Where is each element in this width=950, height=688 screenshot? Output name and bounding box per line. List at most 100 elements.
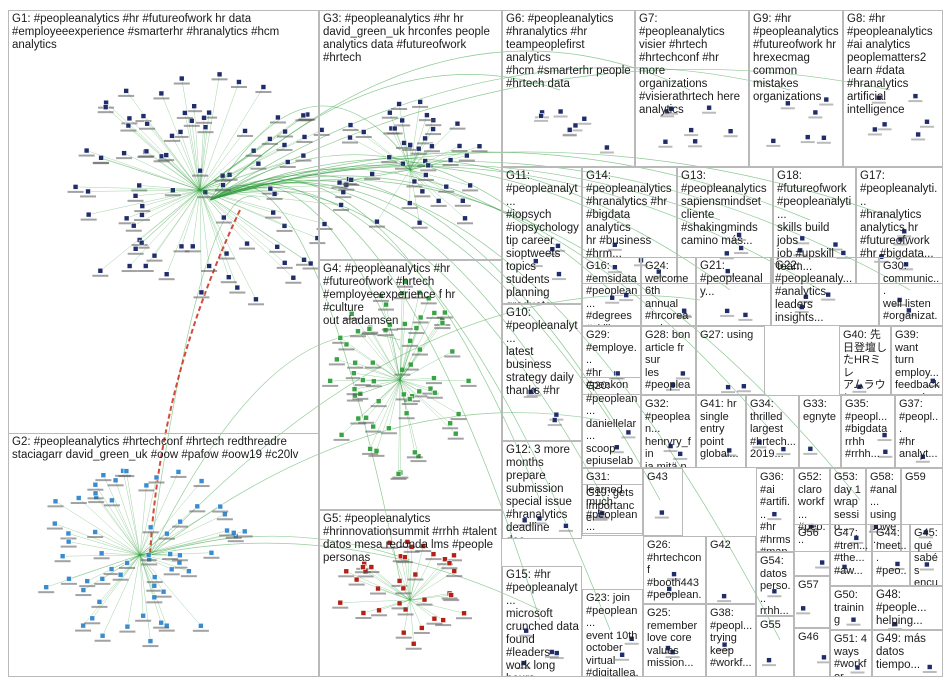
node-g15 bbox=[553, 650, 560, 656]
node-label-mark bbox=[345, 377, 362, 380]
node-label-mark bbox=[407, 578, 424, 581]
node-g53 bbox=[853, 535, 860, 541]
edge-local bbox=[351, 169, 411, 181]
node-label-mark bbox=[245, 154, 262, 157]
node-label-mark bbox=[547, 424, 562, 427]
edge-long bbox=[149, 195, 261, 556]
node-label-mark bbox=[593, 516, 608, 519]
node-g2 bbox=[123, 468, 130, 474]
node-g4 bbox=[412, 449, 418, 456]
edge-local bbox=[389, 324, 401, 381]
node-label-mark bbox=[355, 135, 372, 138]
node-label-mark bbox=[239, 247, 256, 250]
node-g1 bbox=[158, 90, 165, 97]
node-label-mark bbox=[118, 475, 135, 478]
edge-local bbox=[399, 317, 421, 381]
node-label-mark bbox=[660, 115, 675, 118]
group-label-g57: G57 bbox=[798, 579, 819, 591]
group-box-g7: G7: #peopleanalytics visier #hrtech #hrt… bbox=[635, 10, 749, 167]
node-label-mark bbox=[381, 546, 398, 549]
node-g4 bbox=[399, 366, 406, 373]
edge-long bbox=[149, 542, 541, 611]
node-label-mark bbox=[338, 348, 355, 351]
edge-local bbox=[398, 103, 411, 171]
group-label-g12: G12: 3 more months prepare submission sp… bbox=[506, 444, 572, 538]
node-g3 bbox=[336, 179, 343, 186]
node-label-mark bbox=[901, 314, 916, 317]
edge-local bbox=[96, 496, 141, 556]
node-g1 bbox=[191, 103, 197, 109]
edge-local bbox=[141, 189, 201, 243]
node-g3 bbox=[429, 143, 435, 150]
node-g23 bbox=[628, 635, 635, 642]
node-g8 bbox=[915, 131, 921, 138]
node-label-mark bbox=[125, 229, 142, 232]
node-g4 bbox=[351, 370, 357, 376]
node-g7 bbox=[668, 105, 674, 112]
node-label-mark bbox=[837, 570, 852, 573]
node-label-mark bbox=[183, 124, 200, 127]
node-label-mark bbox=[800, 141, 815, 144]
node-g1 bbox=[267, 185, 274, 192]
node-g2 bbox=[217, 503, 224, 510]
edge-local bbox=[88, 189, 201, 192]
edge-local bbox=[351, 313, 401, 381]
node-label-mark bbox=[595, 517, 610, 520]
edge-long bbox=[209, 183, 401, 351]
node-label-mark bbox=[395, 398, 412, 401]
node-g1 bbox=[216, 71, 223, 78]
group-label-g45: G45: qué sabés encu... bbox=[914, 527, 938, 586]
node-label-mark bbox=[664, 112, 679, 115]
node-label-mark bbox=[193, 296, 210, 299]
edge-local bbox=[346, 571, 411, 601]
node-label-mark bbox=[720, 314, 735, 317]
node-label-mark bbox=[203, 556, 220, 559]
node-label-mark bbox=[462, 189, 479, 192]
node-g5 bbox=[402, 554, 408, 560]
node-g1 bbox=[85, 188, 91, 195]
node-g2 bbox=[99, 632, 106, 639]
edge-local bbox=[139, 554, 155, 598]
node-label-mark bbox=[142, 645, 159, 648]
edge-local bbox=[135, 189, 201, 197]
group-label-g30: G30: communic... well listen #organizat.… bbox=[883, 260, 940, 325]
node-g4 bbox=[417, 346, 423, 353]
node-label-mark bbox=[660, 652, 675, 655]
node-g4 bbox=[447, 420, 453, 427]
node-g35 bbox=[881, 432, 888, 438]
node-g3 bbox=[348, 177, 355, 183]
node-g14 bbox=[655, 268, 662, 275]
node-label-mark bbox=[255, 91, 272, 94]
node-label-mark bbox=[723, 135, 738, 138]
node-label-mark bbox=[607, 271, 622, 274]
edge-local bbox=[133, 189, 201, 226]
node-g1 bbox=[236, 79, 242, 85]
node-label-mark bbox=[87, 488, 104, 491]
node-label-mark bbox=[406, 456, 423, 459]
node-label-mark bbox=[441, 597, 458, 600]
edge-local bbox=[349, 137, 411, 171]
node-g1 bbox=[219, 172, 226, 179]
node-g50 bbox=[850, 616, 857, 623]
group-label-g35: G35: #peopl... #bigdata rrhh #rrhh... bbox=[845, 398, 888, 460]
node-label-mark bbox=[402, 368, 419, 371]
edge-local bbox=[353, 372, 401, 381]
edge-local bbox=[376, 169, 411, 222]
node-g47 bbox=[841, 564, 848, 570]
node-label-mark bbox=[558, 529, 573, 532]
edge-local bbox=[199, 136, 305, 191]
node-g1 bbox=[151, 252, 158, 259]
edge-local bbox=[184, 112, 201, 191]
node-g4 bbox=[402, 321, 408, 327]
edge-local bbox=[365, 379, 401, 418]
node-label-mark bbox=[372, 299, 389, 302]
group-label-g1: G1: #peopleanalytics #hr #futureofwork h… bbox=[12, 13, 280, 51]
edge-local bbox=[391, 128, 411, 171]
node-g3 bbox=[423, 172, 429, 178]
node-g1 bbox=[202, 124, 209, 130]
edge-local bbox=[399, 351, 453, 381]
edge-local bbox=[115, 480, 141, 556]
node-label-mark bbox=[350, 422, 367, 425]
node-label-mark bbox=[230, 85, 247, 88]
node-label-mark bbox=[342, 141, 359, 144]
